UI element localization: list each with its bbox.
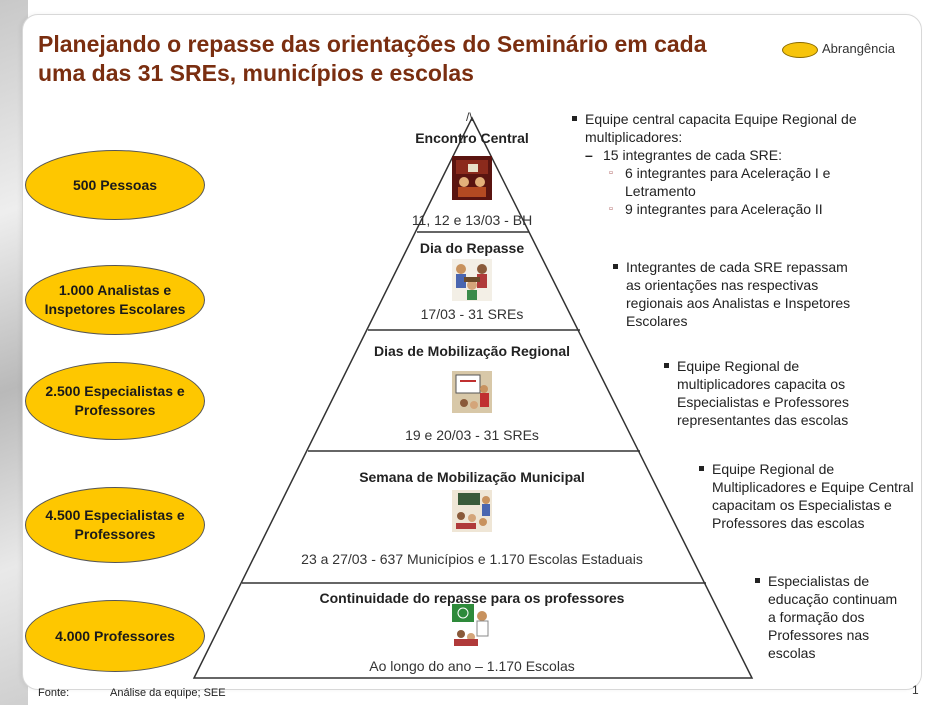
level-sub-2: 17/03 - 31 SREs [420, 306, 524, 322]
pyramid-triangle [192, 116, 754, 679]
dash-marker: – [585, 147, 593, 163]
level-sub-4: 23 a 27/03 - 637 Municípios e 1.170 Esco… [301, 551, 643, 567]
oval-label: 1.000 Analistas e Inspetores Escolares [44, 282, 186, 317]
level-title-2: Dia do Repasse [419, 240, 525, 256]
description-4-text: Equipe Regional de Multiplicadores e Equ… [712, 461, 914, 531]
description-1-sub1: 6 integrantes para Aceleração I e Letram… [625, 165, 831, 199]
oval-label: 4.500 Especialistas e Professores [45, 507, 185, 542]
teacher-icon [452, 604, 489, 646]
apex-marker: /\ [466, 110, 473, 124]
description-1-sub-item-2: ▫ 9 integrantes para Aceleração II [585, 200, 905, 218]
level-title-5: Continuidade do repasse para os professo… [319, 590, 625, 606]
description-5: Especialistas de educação continuam a fo… [755, 572, 898, 662]
description-3: Equipe Regional de multiplicadores capac… [664, 357, 892, 429]
oval-level-3: 2.500 Especialistas e Professores [25, 362, 205, 440]
bullet-square [755, 578, 760, 583]
description-4: Equipe Regional de Multiplicadores e Equ… [699, 460, 917, 532]
description-1-sub2: 9 integrantes para Aceleração II [625, 201, 823, 217]
description-2-text: Integrantes de cada SRE repassam as orie… [626, 259, 851, 329]
level-sub-5: Ao longo do ano – 1.170 Escolas [369, 658, 575, 674]
oval-level-4: 4.500 Especialistas e Professores [25, 487, 205, 563]
description-5-text: Especialistas de educação continuam a fo… [768, 573, 898, 661]
level-sub-1: 11, 12 e 13/03 - BH [411, 212, 533, 228]
slide-card [22, 14, 922, 690]
description-1-sub-item-1: ▫ 6 integrantes para Aceleração I e Letr… [585, 164, 905, 200]
description-2: Integrantes de cada SRE repassam as orie… [613, 258, 866, 330]
oval-level-2: 1.000 Analistas e Inspetores Escolares [25, 265, 205, 335]
slide-title: Planejando o repasse das orientações do … [38, 31, 707, 86]
oval-level-5: 4.000 Professores [25, 600, 205, 672]
bullet-square [664, 363, 669, 368]
meeting-room-icon [452, 156, 492, 200]
description-1-dash: 15 integrantes de cada SRE: [603, 147, 783, 163]
footer-source: Análise da equipe; SEE [110, 687, 226, 699]
oval-label: 4.000 Professores [55, 627, 175, 644]
level-title-3: Dias de Mobilização Regional [373, 343, 571, 359]
page-number: 1 [912, 683, 919, 697]
bullet-square [613, 264, 618, 269]
description-1-main: Equipe central capacita Equipe Regional … [585, 111, 857, 145]
description-3-text: Equipe Regional de multiplicadores capac… [677, 358, 849, 428]
presentation-board-icon [452, 371, 492, 413]
level-title-4: Semana de Mobilização Municipal [359, 469, 585, 485]
classroom-icon [452, 490, 492, 532]
group-discussion-icon [452, 259, 492, 301]
bullet-square [699, 466, 704, 471]
description-1: Equipe central capacita Equipe Regional … [572, 110, 905, 218]
oval-label: 500 Pessoas [72, 176, 158, 193]
level-sub-3: 19 e 20/03 - 31 SREs [405, 427, 539, 443]
sub-bullet-icon: ▫ [609, 203, 613, 215]
legend-swatch [782, 42, 818, 58]
oval-label: 2.500 Especialistas e Professores [45, 383, 185, 418]
level-title-1: Encontro Central [415, 130, 529, 146]
bullet-square [572, 116, 577, 121]
sub-bullet-icon: ▫ [609, 167, 613, 179]
legend-label: Abrangência [822, 41, 895, 56]
oval-level-1: 500 Pessoas [25, 150, 205, 220]
description-1-dash-item: – 15 integrantes de cada SRE: [585, 146, 905, 164]
footer-source-label: Fonte: [38, 687, 70, 699]
